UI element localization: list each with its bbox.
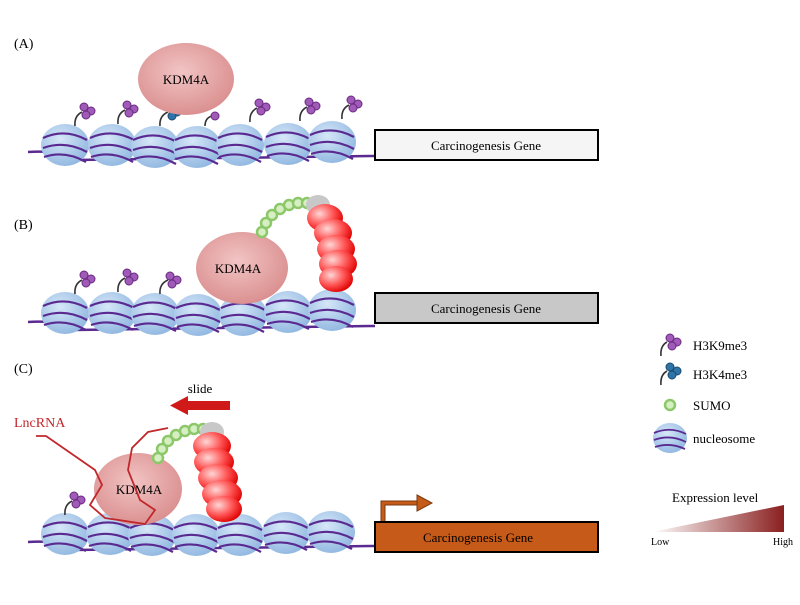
kdm4a-protein — [138, 43, 234, 115]
nucleosome-row — [41, 289, 356, 336]
kdm4a-protein — [94, 453, 182, 525]
legend-label: SUMO — [693, 398, 731, 413]
expression-low-label: Low — [651, 537, 670, 548]
h3k9me3-icon — [79, 102, 96, 120]
h3k9me3-icon — [122, 100, 139, 118]
nucleosome-row — [41, 121, 356, 168]
gene-box — [374, 292, 599, 324]
monomethyl-mark — [210, 111, 220, 121]
nucleosome-icon — [41, 124, 89, 166]
h3k9me3-icon — [304, 97, 321, 115]
nucleosome-icon — [216, 124, 264, 166]
nucleosome-icon — [173, 126, 221, 168]
nucleosome-icon — [41, 513, 89, 555]
gene-label: Carcinogenesis Gene — [431, 138, 541, 153]
transcription-arrow — [380, 494, 434, 522]
h3k9me3-icon — [79, 270, 96, 288]
h3k9me3-icon — [165, 271, 182, 289]
histone-marks — [74, 277, 169, 295]
panel-a: (A) KDM4A Carcinogenesis — [14, 37, 599, 168]
kdm4a-protein — [196, 232, 288, 304]
kdm4a-label: KDM4A — [116, 482, 163, 497]
panel-c-label: (C) — [14, 362, 33, 377]
nucleosome-icon — [307, 511, 355, 553]
nucleosome-icon — [172, 514, 220, 556]
slide-arrow — [170, 396, 230, 415]
nucleosome-icon — [174, 294, 222, 336]
expression-title: Expression level — [672, 490, 759, 505]
h3k9me3-icon — [660, 333, 682, 357]
nucleosome-icon — [216, 514, 264, 556]
nucleosome-icon — [653, 423, 687, 453]
nucleosome-icon — [264, 291, 312, 333]
panel-a-label: (A) — [14, 37, 34, 52]
h3k9me3-icon — [122, 268, 139, 286]
slide-label: slide — [188, 381, 213, 396]
nucleosome-icon — [88, 124, 136, 166]
gene-label: Carcinogenesis Gene — [423, 530, 533, 545]
kdm4a-label: KDM4A — [215, 261, 262, 276]
h3k9me3-icon — [69, 491, 86, 509]
h3k4me3-icon — [660, 362, 682, 386]
nucleosome-icon — [308, 289, 356, 331]
red-protein-cluster — [193, 422, 242, 522]
nucleosome-icon — [131, 293, 179, 335]
panel-b: (B) KDM4A — [14, 195, 599, 336]
lncrna-label: LncRNA — [14, 416, 66, 431]
expression-gradient — [652, 505, 784, 532]
panel-b-label: (B) — [14, 218, 33, 233]
gene-box — [374, 129, 599, 161]
panel-c: (C) KDM4A LncRNA — [14, 362, 599, 556]
nucleosome-icon — [262, 512, 310, 554]
sumo-chain — [255, 196, 314, 239]
histone-marks — [64, 500, 73, 516]
sumo-icon — [663, 398, 677, 412]
legend-label: H3K4me3 — [693, 367, 747, 382]
lncrna-strand — [36, 427, 169, 525]
nucleosome-row — [41, 511, 355, 556]
nucleosome-icon — [308, 121, 356, 163]
nucleosome-icon — [86, 513, 134, 555]
nucleosome-icon — [41, 292, 89, 334]
nucleosome-icon — [264, 123, 312, 165]
nucleosome-icon — [131, 126, 179, 168]
legend-label: nucleosome — [693, 431, 755, 446]
nucleosome-icon — [88, 292, 136, 334]
legend: H3K9me3 H3K4me3 SUMO nucleosome Expressi… — [651, 333, 793, 548]
h3k9me3-icon — [346, 95, 363, 113]
gene-label: Carcinogenesis Gene — [431, 301, 541, 316]
kdm4a-label: KDM4A — [163, 72, 210, 87]
h3k9me3-icon — [254, 98, 271, 116]
legend-label: H3K9me3 — [693, 338, 747, 353]
expression-high-label: High — [773, 537, 793, 548]
gene-box — [374, 521, 599, 553]
red-protein-cluster — [306, 195, 357, 292]
